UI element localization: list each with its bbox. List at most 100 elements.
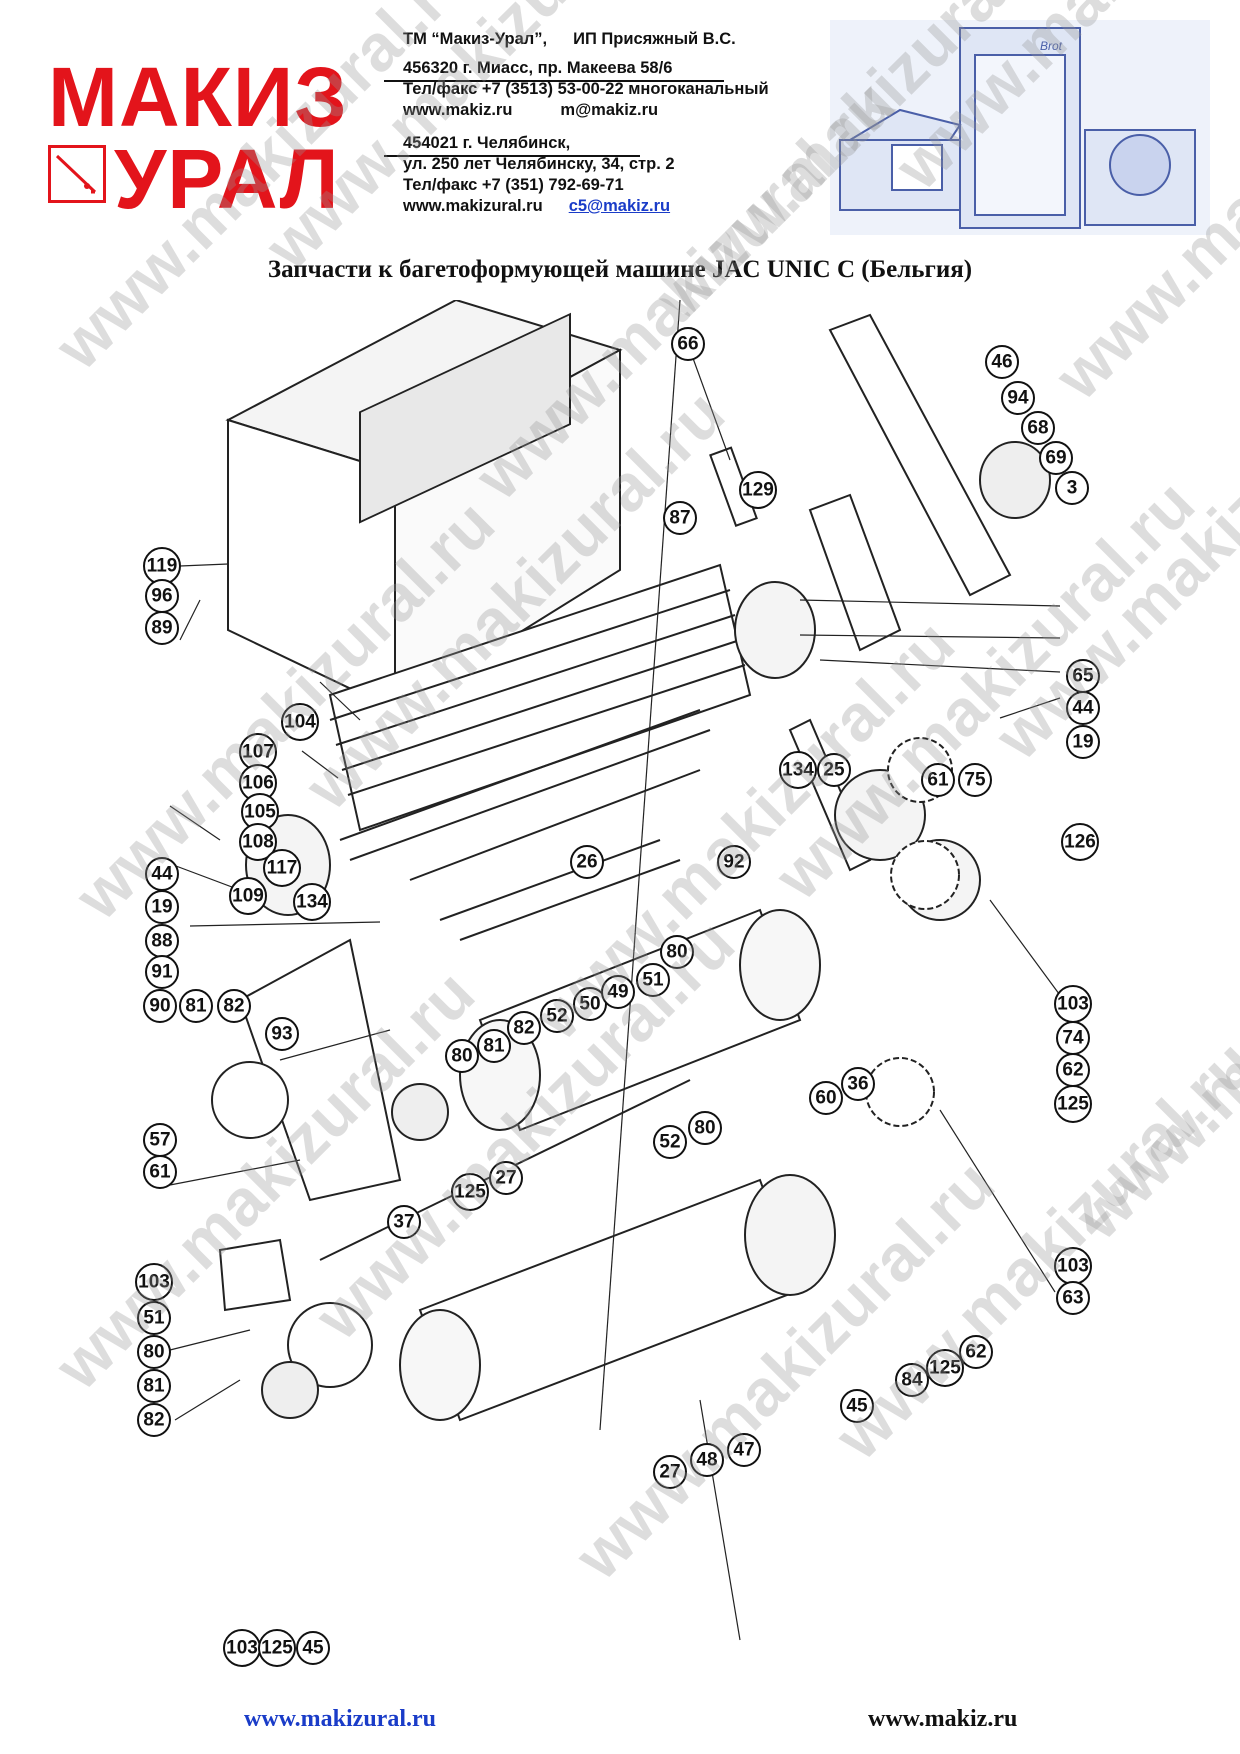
callout-circle (229, 877, 267, 915)
callout-circle (653, 1455, 687, 1489)
callout-number: 3 (1067, 478, 1078, 499)
callout-circle (660, 935, 694, 969)
part-callout-61: 61 (921, 763, 955, 797)
callout-number: 88 (151, 931, 172, 952)
callout-number: 57 (149, 1130, 170, 1151)
callout-number: 117 (267, 858, 298, 879)
part-callout-25: 25 (817, 753, 851, 787)
sprocket-gears (865, 737, 960, 1127)
callout-circle (1056, 1281, 1090, 1315)
callout-circle (1054, 1085, 1092, 1123)
callout-number: 109 (232, 886, 264, 907)
chelyabinsk-website-link[interactable]: www.makizural.ru (403, 197, 543, 215)
callout-circle (1055, 471, 1089, 505)
part-callout-89: 89 (145, 611, 179, 645)
callout-number: 89 (151, 618, 172, 639)
machine-housing (225, 300, 623, 712)
callout-circle (293, 883, 331, 921)
part-callout-3: 3 (1055, 471, 1089, 505)
forming-cylinder-lower (218, 1079, 836, 1422)
callout-number: 62 (1062, 1060, 1083, 1081)
logo-line-2: УРАЛ (114, 132, 340, 226)
part-callout-125: 125 (1054, 1085, 1092, 1123)
miass-email-link[interactable]: m@makiz.ru (560, 101, 659, 119)
part-callout-81: 81 (179, 989, 213, 1023)
callout-number: 87 (669, 508, 690, 529)
callout-number: 61 (149, 1162, 171, 1183)
callout-circle (137, 1301, 171, 1335)
part-callout-27: 27 (489, 1161, 523, 1195)
part-callout-91: 91 (145, 955, 179, 989)
callout-number: 103 (226, 1638, 258, 1659)
part-callout-69: 69 (1039, 441, 1073, 475)
miass-website-link[interactable]: www.makiz.ru (403, 101, 513, 119)
callout-number: 36 (847, 1074, 868, 1095)
callout-number: 82 (513, 1018, 534, 1039)
callout-circle (671, 327, 705, 361)
chelyabinsk-address-2: ул. 250 лет Челябинску, 34, стр. 2 (403, 155, 675, 173)
callout-circle (1061, 823, 1099, 861)
part-callout-80: 80 (660, 935, 694, 969)
callout-number: 49 (607, 982, 628, 1003)
callout-circle (1001, 381, 1035, 415)
callout-circle (145, 611, 179, 645)
part-callout-60: 60 (809, 1081, 843, 1115)
callout-circle (387, 1205, 421, 1239)
footer-website-link-1[interactable]: www.makizural.ru (244, 1706, 436, 1732)
chelyabinsk-email-link[interactable]: c5@makiz.ru (568, 197, 671, 215)
callout-number: 103 (138, 1272, 170, 1293)
callout-number: 19 (151, 897, 172, 918)
callout-number: 51 (642, 970, 664, 991)
callout-number: 62 (965, 1342, 986, 1363)
callout-number: 52 (659, 1132, 680, 1153)
callout-number: 46 (991, 352, 1012, 373)
part-callout-109: 109 (229, 877, 267, 915)
callout-number: 45 (302, 1638, 324, 1659)
callout-number: 74 (1062, 1028, 1084, 1049)
part-callouts: 6646946869312987119968965441910410710610… (135, 327, 1100, 1667)
equipment-illustration: Brot (830, 20, 1210, 235)
part-callout-51: 51 (137, 1301, 171, 1335)
callout-circle (1066, 691, 1100, 725)
callout-number: 63 (1062, 1288, 1083, 1309)
part-callout-51: 51 (636, 963, 670, 997)
entrepreneur-text: ИП Присяжный В.С. (573, 30, 736, 48)
callout-number: 91 (151, 962, 173, 983)
part-callout-62: 62 (959, 1335, 993, 1369)
callout-circle (717, 845, 751, 879)
exploded-parts-diagram: 6646946869312987119968965441910410710610… (135, 300, 1100, 1667)
part-callout-103: 103 (1054, 985, 1092, 1023)
callout-circle (601, 975, 635, 1009)
chelyabinsk-contacts: 454021 г. Челябинск, ул. 250 лет Челябин… (403, 133, 675, 217)
callout-circle (137, 1369, 171, 1403)
part-callout-63: 63 (1056, 1281, 1090, 1315)
part-callout-52: 52 (653, 1125, 687, 1159)
part-callout-84: 84 (895, 1363, 929, 1397)
callout-circle (137, 1335, 171, 1369)
adjustment-slider (709, 313, 1051, 652)
company-logo: МАКИЗ УРАЛ (40, 55, 390, 221)
footer-website-link-2[interactable]: www.makiz.ru (868, 1706, 1018, 1732)
machine-drawing (211, 300, 1051, 1422)
callout-circle (663, 501, 697, 535)
callout-number: 82 (223, 996, 244, 1017)
part-callout-103: 103 (135, 1263, 173, 1301)
callout-circle (739, 471, 777, 509)
part-callout-52: 52 (540, 999, 574, 1033)
callout-number: 107 (242, 742, 274, 763)
part-callout-19: 19 (1066, 725, 1100, 759)
callout-number: 81 (143, 1376, 165, 1397)
callout-circle (489, 1161, 523, 1195)
callout-circle (809, 1081, 843, 1115)
callout-circle (239, 823, 277, 861)
part-callout-134: 134 (779, 751, 817, 789)
part-callout-80: 80 (137, 1335, 171, 1369)
part-callout-87: 87 (663, 501, 697, 535)
part-callout-125: 125 (926, 1349, 964, 1387)
callout-number: 75 (964, 770, 986, 791)
part-callout-119: 119 (143, 547, 181, 585)
part-callout-75: 75 (958, 763, 992, 797)
part-callout-74: 74 (1056, 1021, 1090, 1055)
callout-number: 96 (151, 586, 172, 607)
